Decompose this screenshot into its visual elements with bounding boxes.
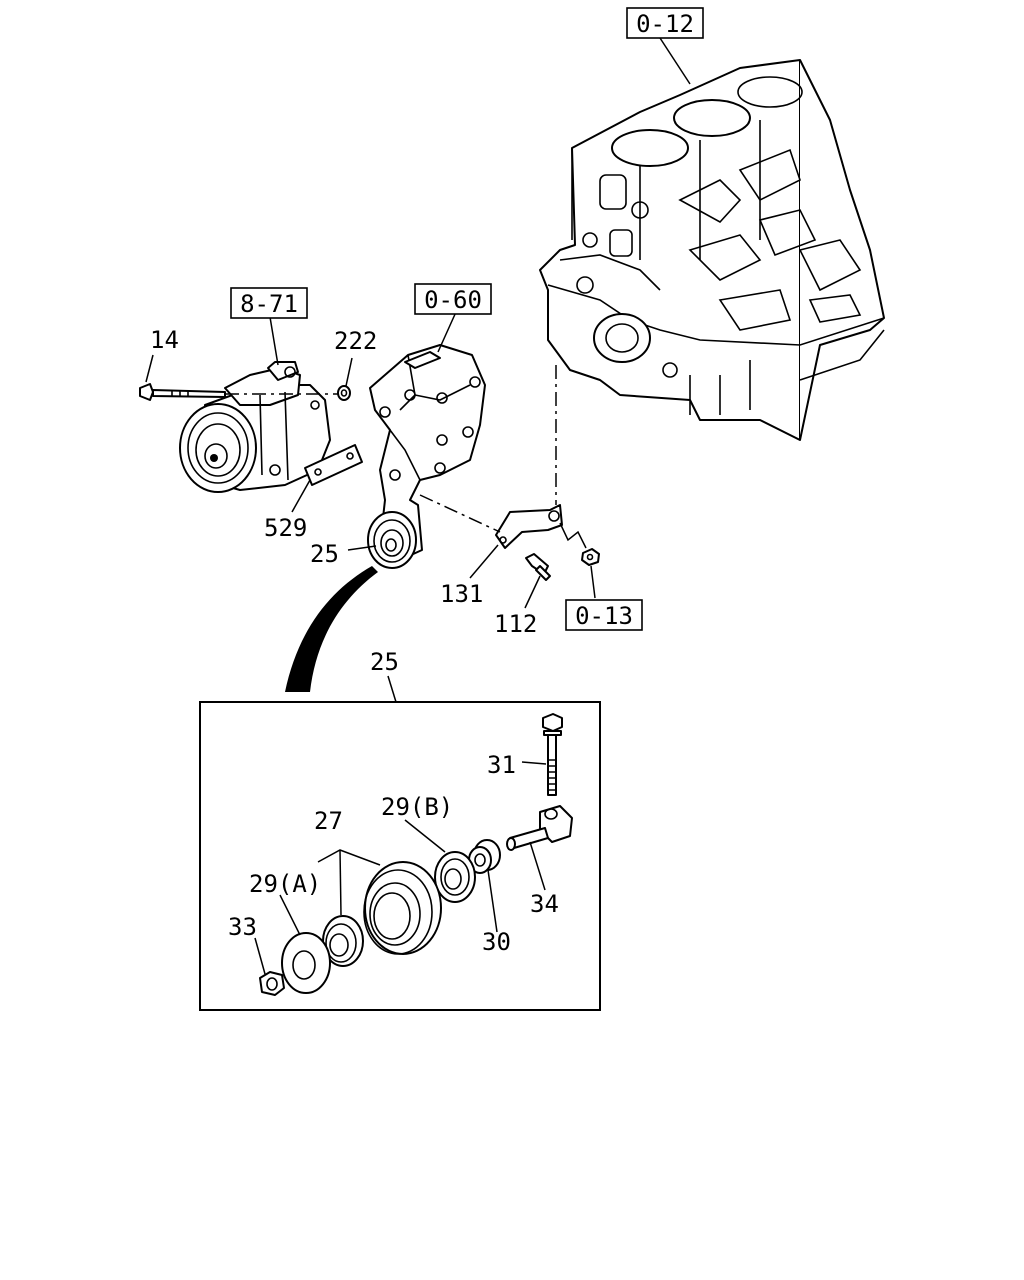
label-part-529: 529 <box>264 514 307 542</box>
break-line <box>559 522 587 549</box>
bolt-34 <box>506 805 573 851</box>
label-part-25-detail: 25 <box>370 648 399 676</box>
ref-box-0-13: 0-13 <box>565 599 643 631</box>
bolt-112 <box>525 553 551 581</box>
ref-box-8-71: 8-71 <box>230 287 308 319</box>
detail-arrow <box>285 566 378 692</box>
label-part-131: 131 <box>440 580 483 608</box>
ref-box-0-12: 0-12 <box>626 7 704 39</box>
label-part-33: 33 <box>228 913 257 941</box>
label-part-14: 14 <box>150 326 179 354</box>
label-part-25: 25 <box>310 540 339 568</box>
detail-frame <box>199 701 601 1011</box>
ref-box-0-60: 0-60 <box>414 283 492 315</box>
plate-529 <box>304 444 363 486</box>
bolt-31 <box>542 713 563 796</box>
ref-label-8-71: 8-71 <box>240 290 298 318</box>
ref-label-0-60: 0-60 <box>424 286 482 314</box>
engine-block <box>539 59 885 441</box>
washer-222 <box>337 385 351 401</box>
label-part-31: 31 <box>487 751 516 779</box>
pulley-27 <box>363 861 442 955</box>
bolt-14 <box>139 383 226 401</box>
label-part-112: 112 <box>494 610 537 638</box>
bearing-29b <box>434 851 476 903</box>
idler-pulley <box>367 511 417 569</box>
nut-33 <box>259 971 285 996</box>
mounting-bracket <box>369 344 486 561</box>
axis-line-bracket <box>419 494 501 533</box>
ref-label-0-13: 0-13 <box>575 602 633 630</box>
bracket-131 <box>495 504 563 549</box>
compressor <box>179 361 331 493</box>
label-part-27: 27 <box>314 807 343 835</box>
nut-0-13 <box>581 548 600 566</box>
label-part-222: 222 <box>334 327 377 355</box>
label-part-29a: 29(A) <box>249 870 321 898</box>
label-part-29b: 29(B) <box>381 793 453 821</box>
ref-label-0-12: 0-12 <box>636 10 694 38</box>
bushing-30 <box>468 839 501 874</box>
label-part-34: 34 <box>530 890 559 918</box>
washer-29a <box>281 932 331 994</box>
leader-lines <box>145 37 691 975</box>
label-part-30: 30 <box>482 928 511 956</box>
